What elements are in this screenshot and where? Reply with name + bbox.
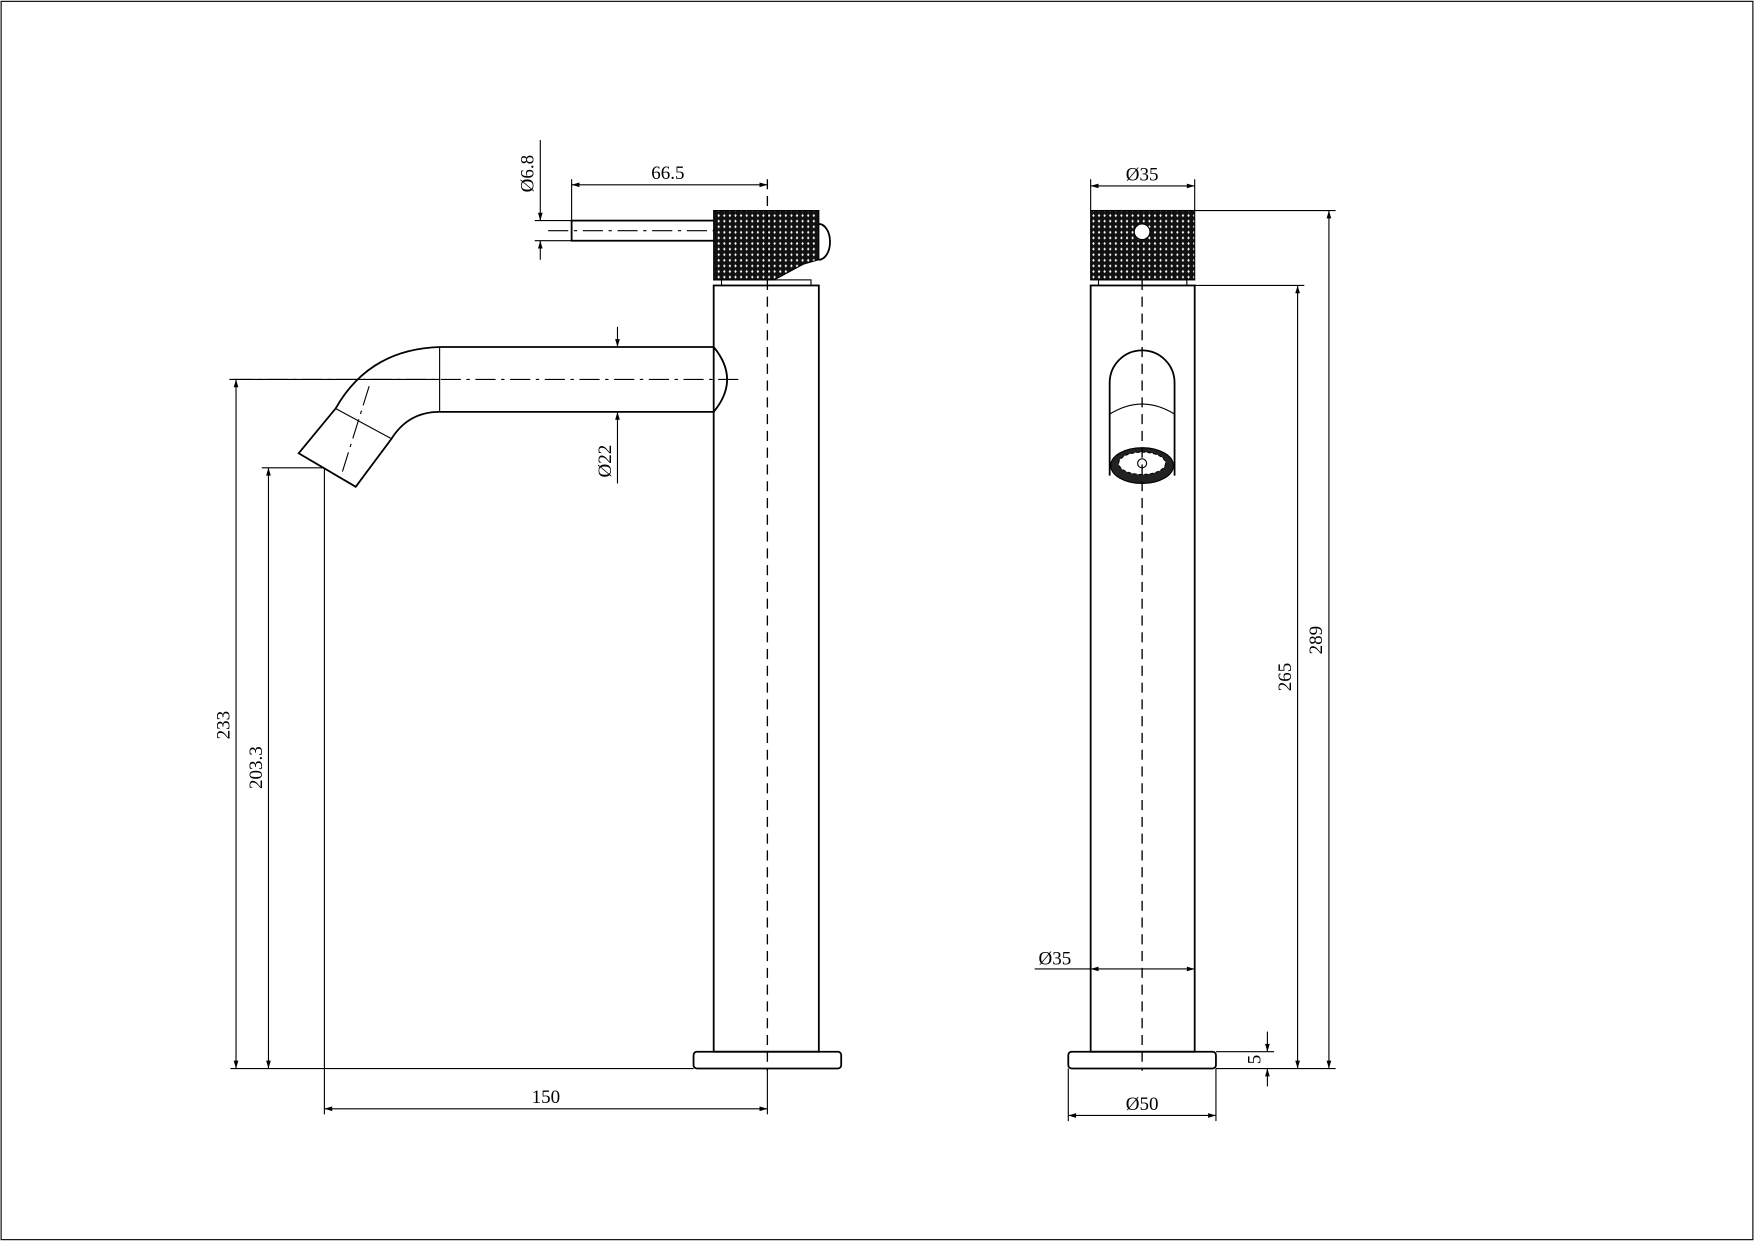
front-view: Ø35 289 265 Ø35 5 Ø50 bbox=[1034, 164, 1336, 1122]
dim-spout-diameter: Ø22 bbox=[595, 445, 616, 478]
dim-spout-centre-height: 233 bbox=[213, 711, 234, 740]
dim-base-thickness: 5 bbox=[1245, 1055, 1266, 1065]
dim-lever-length: 66.5 bbox=[651, 163, 684, 184]
dim-base-diameter: Ø50 bbox=[1126, 1094, 1159, 1115]
dim-lever-diameter: Ø6.8 bbox=[518, 155, 539, 192]
dim-body-diameter: Ø35 bbox=[1038, 948, 1071, 969]
spout-bend bbox=[297, 346, 440, 489]
base-plate-front bbox=[1067, 1050, 1217, 1070]
dim-outlet-height: 203.3 bbox=[246, 746, 267, 789]
knurled-handle bbox=[713, 209, 820, 281]
dim-handle-diameter: Ø35 bbox=[1126, 164, 1159, 185]
dim-spout-reach: 150 bbox=[532, 1087, 561, 1108]
knurled-handle-front bbox=[1090, 209, 1196, 281]
dim-total-height: 289 bbox=[1306, 626, 1327, 655]
dim-body-height: 265 bbox=[1275, 663, 1296, 692]
side-view: Ø6.8 66.5 Ø22 233 203.3 150 bbox=[213, 140, 843, 1115]
mixer-body bbox=[712, 284, 820, 1053]
lever-hole bbox=[1133, 223, 1151, 241]
